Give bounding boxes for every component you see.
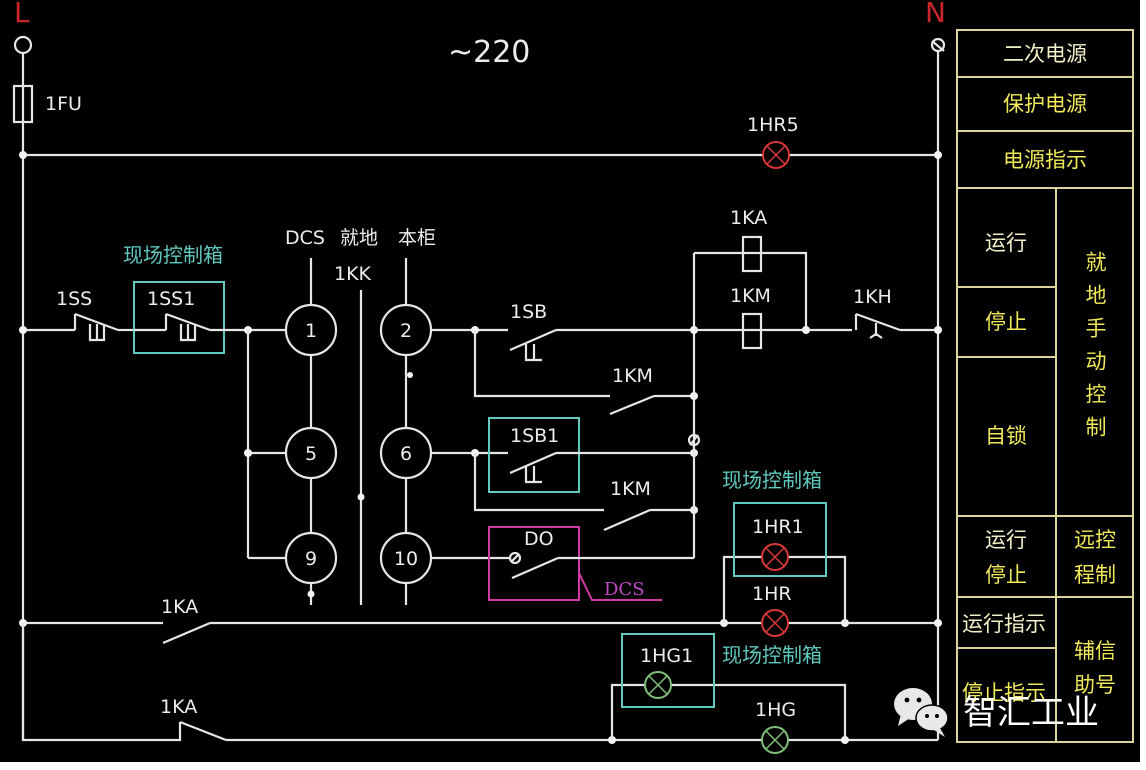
neutral-label: N	[925, 0, 946, 29]
legend-panel: 二次电源 保护电源 电源指示 运行 停止 自锁 就地手动控制 运行 停止 远控 …	[956, 29, 1134, 743]
hold-contact-2-label: 1KM	[610, 478, 651, 500]
junction-dot	[19, 326, 27, 334]
legend-row-protection-power: 保护电源	[1003, 92, 1087, 116]
hold-contact-1km-b	[603, 508, 694, 532]
stop-switch-local-label: 1SS1	[147, 288, 195, 310]
selector-header-cabinet: 本柜	[398, 227, 436, 249]
power-lamp-label: 1HR5	[747, 114, 799, 136]
legend-aux-title-2: 助号	[1074, 673, 1116, 697]
relay-coil-label: 1KA	[730, 207, 767, 229]
terminal-9: 9	[284, 531, 338, 585]
contactor-coil-1km	[741, 312, 763, 350]
svg-text:2: 2	[400, 320, 412, 342]
run-lamp-local-label: 1HR1	[752, 516, 804, 538]
watermark-text: 智汇工业	[963, 693, 1099, 733]
legend-remote-title-1: 远控	[1074, 528, 1116, 552]
legend-row-secondary-power: 二次电源	[1003, 42, 1087, 66]
run-lamp-label: 1HR	[752, 583, 792, 605]
svg-text:10: 10	[394, 548, 418, 570]
terminal-5: 5	[284, 426, 338, 480]
start-button-local-label: 1SB1	[510, 425, 559, 447]
legend-run-indicator: 运行指示	[962, 612, 1046, 636]
junction-dot	[934, 326, 942, 334]
relay-no-contact-1ka	[162, 621, 938, 645]
svg-text:9: 9	[305, 548, 317, 570]
relay-coil-1ka	[741, 235, 763, 273]
stop-lamp-local-icon	[644, 671, 672, 699]
voltage-label: ~220	[448, 35, 530, 70]
junction-dot	[802, 326, 810, 334]
legend-stop-indicator: 停止指示	[962, 681, 1046, 705]
thermal-relay-label: 1KH	[853, 286, 892, 308]
legend-manual-stop: 停止	[985, 310, 1027, 334]
junction-dot	[934, 151, 942, 159]
stop-switch-label: 1SS	[56, 288, 92, 310]
stop-lamp-local-label: 1HG1	[640, 645, 693, 667]
svg-text:1: 1	[305, 320, 317, 342]
selector-switch-label: 1KK	[334, 263, 372, 285]
legend-remote-stop: 停止	[985, 563, 1027, 587]
selector-header-local: 就地	[340, 227, 378, 249]
junction-dot	[934, 619, 942, 627]
legend-aux-title-1: 辅信	[1074, 639, 1116, 663]
run-lamp-icon	[761, 609, 789, 637]
power-lamp-icon	[762, 141, 790, 169]
wechat-icon	[894, 688, 949, 737]
junction-dot	[19, 151, 27, 159]
relay-nc-contact-label: 1KA	[160, 696, 197, 718]
local-box-1sb1	[488, 417, 580, 493]
start-button-1sb	[509, 328, 694, 362]
local-box-3-label: 现场控制箱	[722, 643, 822, 667]
junction-dot	[357, 493, 365, 501]
stop-lamp-icon	[761, 726, 789, 754]
contactor-coil-label: 1KM	[730, 285, 771, 307]
legend-remote-run: 运行	[985, 528, 1027, 552]
local-box-2-label: 现场控制箱	[722, 468, 822, 492]
fuse-label: 1FU	[45, 93, 82, 115]
dcs-box	[488, 526, 580, 601]
legend-remote-title-2: 程制	[1074, 563, 1116, 587]
junction-dot	[307, 590, 315, 598]
start-button-1sb1	[509, 451, 694, 484]
relay-no-contact-label: 1KA	[161, 596, 198, 618]
legend-manual-title: 就地手动控制	[1083, 251, 1107, 449]
fuse-symbol	[12, 84, 34, 124]
stop-lamp-label: 1HG	[755, 699, 796, 721]
local-box-1hr1	[733, 502, 827, 577]
run-lamp-local-icon	[761, 543, 789, 571]
phase-label: L	[14, 0, 30, 29]
collector-terminal	[687, 433, 701, 447]
local-box-1ss1	[133, 281, 225, 354]
dcs-output-label: DO	[524, 528, 554, 550]
legend-manual-latch: 自锁	[985, 424, 1027, 448]
legend-row-power-indicator: 电源指示	[1003, 148, 1087, 172]
junction-dot	[407, 372, 413, 378]
neutral-terminal	[930, 37, 946, 53]
hold-contact-1-label: 1KM	[612, 365, 653, 387]
junction-dot	[244, 449, 252, 457]
svg-text:5: 5	[305, 443, 317, 465]
hold-contact-1km-a	[609, 394, 694, 416]
dcs-output-contact	[508, 551, 694, 580]
legend-manual-run: 运行	[985, 231, 1027, 255]
dcs-tag: DCS	[604, 579, 645, 600]
terminal-1: 1	[284, 303, 338, 357]
start-button-label: 1SB	[510, 301, 547, 323]
selector-header-dcs: DCS	[285, 227, 325, 249]
local-box-1-label: 现场控制箱	[123, 243, 223, 267]
stop-switch-1ss	[73, 312, 134, 342]
local-box-1hg1	[621, 633, 715, 708]
svg-text:6: 6	[400, 443, 412, 465]
relay-nc-contact-1ka	[179, 720, 938, 742]
thermal-relay-1kh	[854, 312, 938, 339]
